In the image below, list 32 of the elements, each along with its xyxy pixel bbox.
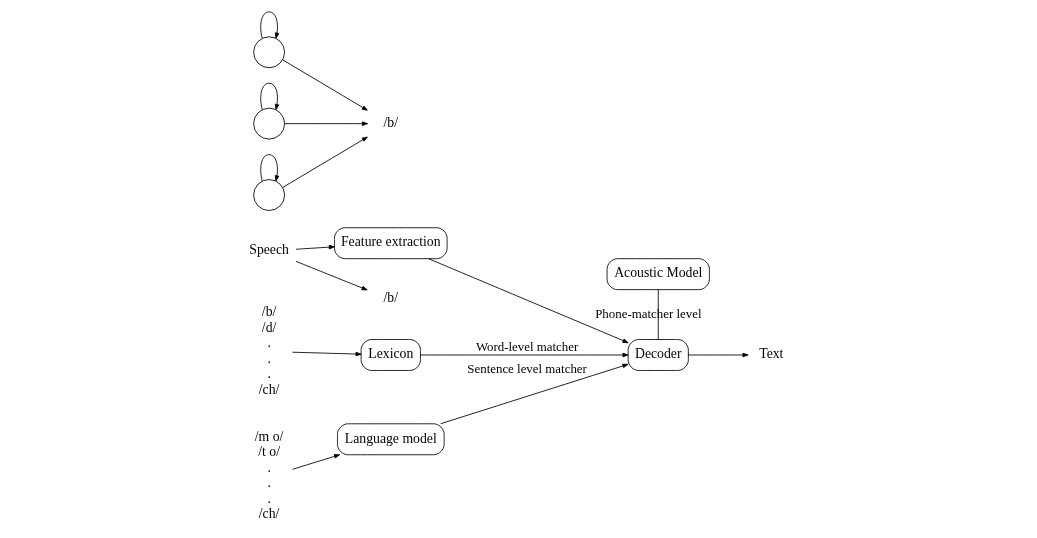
node-circle	[253, 107, 285, 140]
arrow	[260, 11, 280, 39]
arrow	[282, 59, 368, 111]
arrow	[260, 82, 280, 110]
connector	[657, 289, 659, 340]
node-text: /b/	[383, 290, 399, 306]
arrow	[284, 121, 368, 126]
edge-label: Word-level matcher	[475, 339, 579, 354]
node-box: Acoustic Model	[606, 258, 710, 291]
node-text: Text	[759, 346, 784, 362]
edge-label: Sentence level matcher	[467, 362, 587, 377]
node-text: Speech	[249, 242, 289, 258]
node-box: Language model	[337, 423, 445, 456]
arrow	[292, 351, 362, 357]
node-box: Feature extraction	[334, 227, 448, 260]
node-circle	[253, 36, 285, 69]
arrow	[260, 154, 280, 182]
arrow	[295, 260, 368, 291]
arrow	[295, 244, 335, 250]
arrow	[428, 258, 629, 344]
arrow	[440, 363, 629, 425]
arrow	[282, 136, 368, 188]
arrow	[687, 352, 749, 358]
edge-label: Phone-matcher level	[595, 306, 702, 321]
node-circle	[253, 179, 285, 211]
node-box: Lexicon	[360, 339, 421, 371]
node-box: Decoder	[627, 339, 689, 371]
node-text: /b/	[383, 114, 399, 130]
arrow	[292, 454, 341, 470]
node-text: /m o/ /t o/ . . . /ch/	[254, 428, 284, 522]
node-text: /b/ /d/ . . . /ch/	[258, 304, 280, 397]
arrow	[420, 352, 629, 358]
